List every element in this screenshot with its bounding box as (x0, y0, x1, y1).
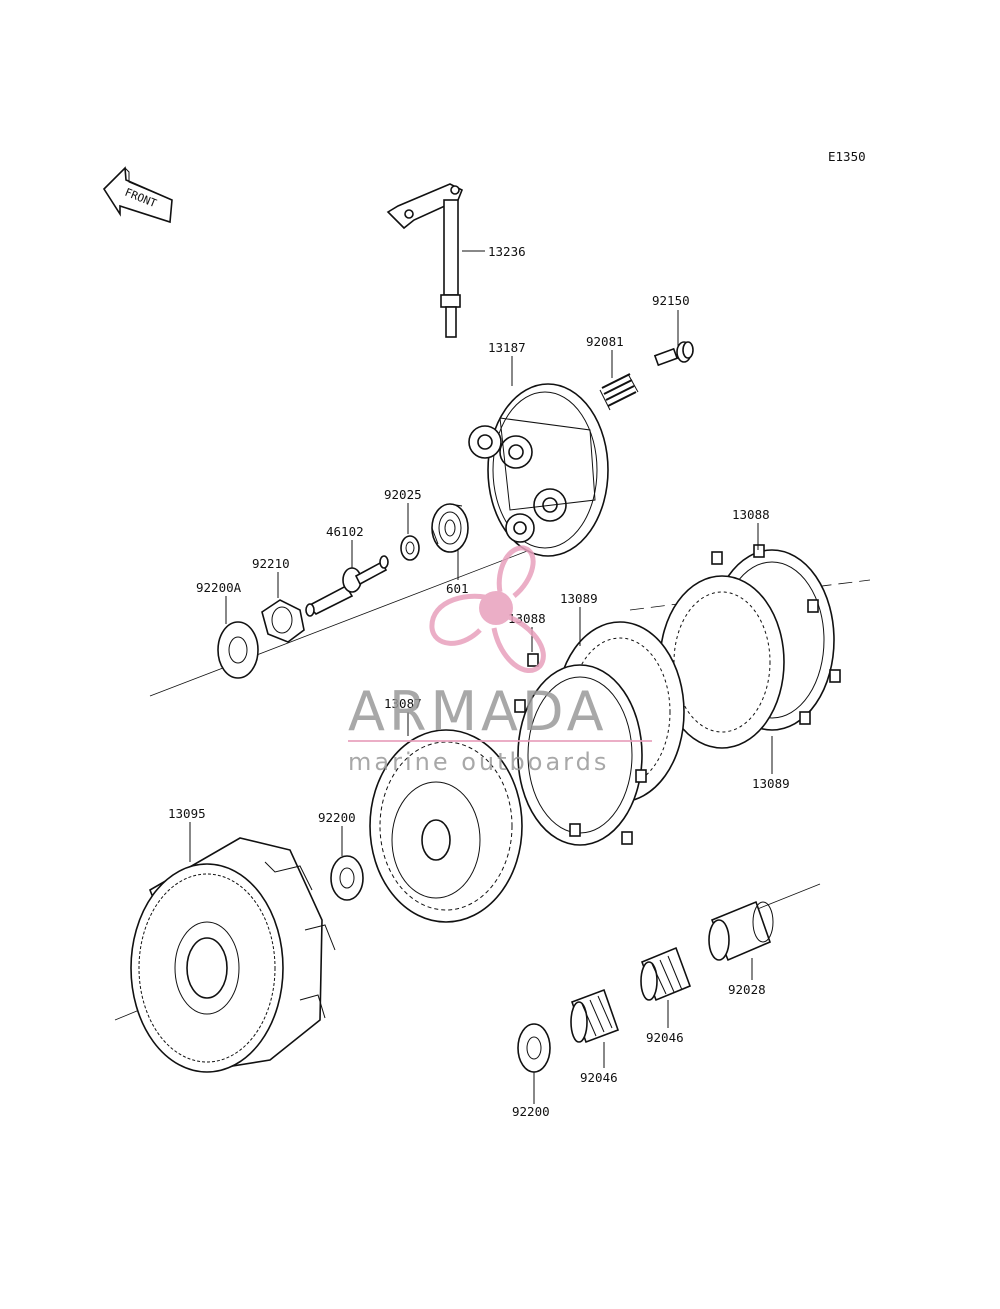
needle-bearing-92046-left (570, 988, 620, 1044)
spring-92081 (599, 373, 639, 411)
label-92046-right: 92046 (646, 1030, 684, 1045)
label-13089-front: 13089 (560, 591, 598, 606)
label-601: 601 (446, 581, 469, 596)
needle-bearing-92046-right (640, 946, 692, 1002)
label-92046-left: 92046 (580, 1070, 618, 1085)
pressure-plate-13187 (468, 383, 609, 557)
bolt-92150 (653, 341, 694, 367)
label-92200-middle: 92200 (318, 810, 356, 825)
label-13236: 13236 (488, 244, 526, 259)
label-92150: 92150 (652, 293, 690, 308)
collar-92028 (708, 900, 774, 962)
thrust-washer-92200-middle (330, 855, 364, 901)
clutch-hub-13087 (369, 729, 523, 923)
label-92081: 92081 (586, 334, 624, 349)
label-13095: 13095 (168, 806, 206, 821)
front-arrow-icon: FRONT (102, 166, 173, 224)
label-92200A: 92200A (196, 580, 242, 595)
diagram-code: E1350 (828, 149, 866, 164)
armada-watermark: ARMADA marine outboards (348, 545, 652, 776)
thrust-washer-92200-bottom (517, 1023, 551, 1073)
friction-plate-13088-front (514, 653, 647, 846)
label-13089-rear: 13089 (752, 776, 790, 791)
nut-92210 (261, 599, 305, 643)
label-92025: 92025 (384, 487, 422, 502)
label-13088-rear: 13088 (732, 507, 770, 522)
push-rod-46102 (305, 555, 389, 617)
push-rod-lever-13236 (386, 183, 464, 338)
watermark-brand: ARMADA (348, 680, 608, 743)
label-92028: 92028 (728, 982, 766, 997)
bearing-601 (431, 503, 469, 553)
watermark-tagline: marine outboards (348, 748, 609, 776)
label-13087: 13087 (384, 696, 422, 711)
label-92200-bottom: 92200 (512, 1104, 550, 1119)
leader-lines (189, 250, 773, 1104)
part-labels: 13236 92150 92081 13187 92025 46102 9221… (168, 244, 790, 1119)
clutch-housing-13095 (130, 837, 336, 1073)
propeller-logo-icon (429, 545, 546, 673)
lock-washer-92200A (217, 621, 259, 679)
label-92210: 92210 (252, 556, 290, 571)
label-13187: 13187 (488, 340, 526, 355)
washer-92025 (400, 535, 420, 561)
label-46102: 46102 (326, 524, 364, 539)
